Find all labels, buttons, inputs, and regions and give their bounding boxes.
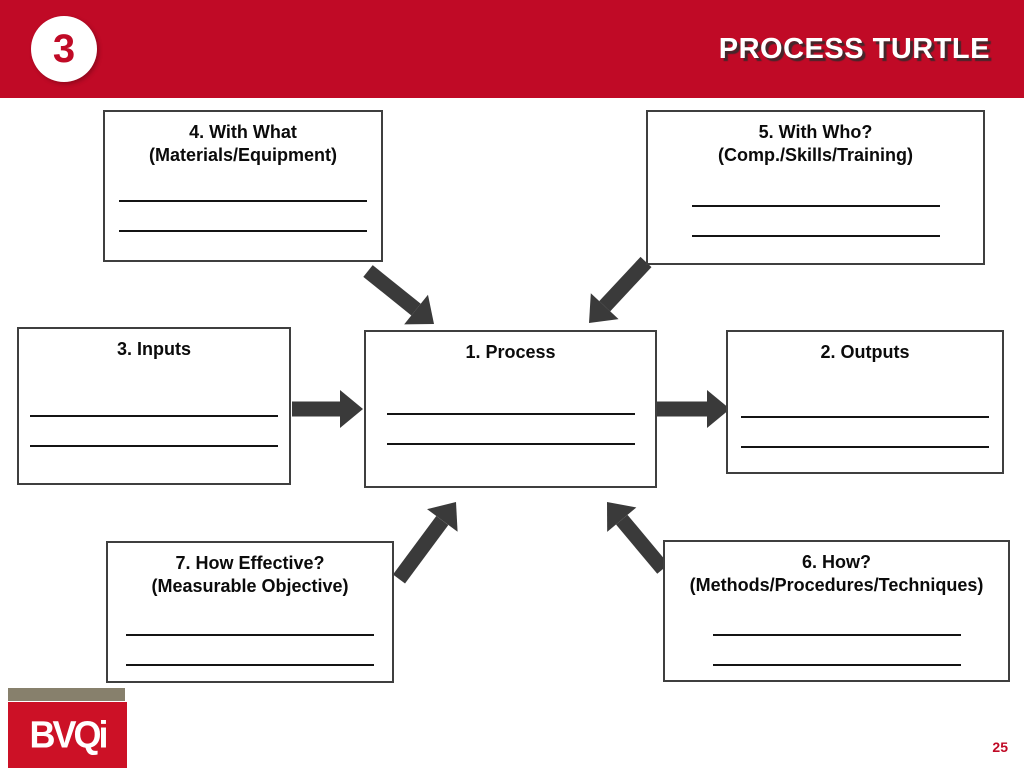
slide-title: PROCESS TURTLE xyxy=(718,32,990,65)
box-outputs: 2. Outputs xyxy=(726,330,1004,474)
fill-in-line xyxy=(30,415,278,417)
fill-in-line xyxy=(126,634,374,636)
arrow-inputs-to-process xyxy=(292,390,363,428)
fill-in-lines xyxy=(108,634,392,694)
logo-top-bar xyxy=(8,688,125,701)
arrow-how-to-process xyxy=(607,502,669,574)
fill-in-lines xyxy=(19,415,289,475)
fill-in-line xyxy=(119,200,367,202)
box-title: 4. With What xyxy=(189,122,297,142)
fill-in-lines xyxy=(648,205,983,265)
fill-in-lines xyxy=(665,634,1008,694)
fill-in-line xyxy=(386,443,635,445)
fill-in-line xyxy=(386,413,635,415)
step-number: 3 xyxy=(52,27,76,71)
box-with-what: 4. With What (Materials/Equipment) xyxy=(103,110,383,262)
fill-in-line xyxy=(741,416,989,418)
box-how-effective: 7. How Effective? (Measurable Objective) xyxy=(106,541,394,683)
fill-in-line xyxy=(691,205,940,207)
page-number: 25 xyxy=(992,739,1008,755)
bvqi-logo: BVQi xyxy=(8,702,127,768)
arrow-with-what-to-process xyxy=(363,265,434,325)
fill-in-line xyxy=(741,446,989,448)
box-title: 5. With Who? xyxy=(758,122,873,142)
fill-in-line xyxy=(712,664,961,666)
box-subtitle: (Comp./Skills/Training) xyxy=(717,145,914,166)
fill-in-line xyxy=(30,445,278,447)
box-subtitle: (Measurable Objective) xyxy=(151,576,349,597)
arrow-how-effective-to-process xyxy=(392,502,458,584)
box-process: 1. Process xyxy=(364,330,657,488)
fill-in-lines xyxy=(728,416,1002,476)
step-number-badge: 3 xyxy=(31,16,97,82)
box-title: 1. Process xyxy=(465,342,556,362)
box-subtitle: (Methods/Procedures/Techniques) xyxy=(689,575,984,596)
box-title: 6. How? xyxy=(801,552,871,572)
fill-in-lines xyxy=(105,200,381,260)
box-how: 6. How? (Methods/Procedures/Techniques) xyxy=(663,540,1010,682)
box-title: 2. Outputs xyxy=(820,342,910,362)
box-title: 3. Inputs xyxy=(116,339,191,359)
arrow-process-to-outputs xyxy=(657,390,730,428)
box-title: 7. How Effective? xyxy=(175,553,325,573)
fill-in-line xyxy=(691,235,940,237)
box-subtitle: (Materials/Equipment) xyxy=(148,145,338,166)
fill-in-line xyxy=(126,664,374,666)
header-banner: 3 PROCESS TURTLE xyxy=(0,0,1024,98)
arrow-with-who-to-process xyxy=(589,256,652,323)
box-inputs: 3. Inputs xyxy=(17,327,291,485)
fill-in-line xyxy=(119,230,367,232)
fill-in-line xyxy=(712,634,961,636)
bvqi-logo-text: BVQi xyxy=(29,712,108,756)
fill-in-lines xyxy=(366,413,655,473)
box-with-who: 5. With Who? (Comp./Skills/Training) xyxy=(646,110,985,265)
